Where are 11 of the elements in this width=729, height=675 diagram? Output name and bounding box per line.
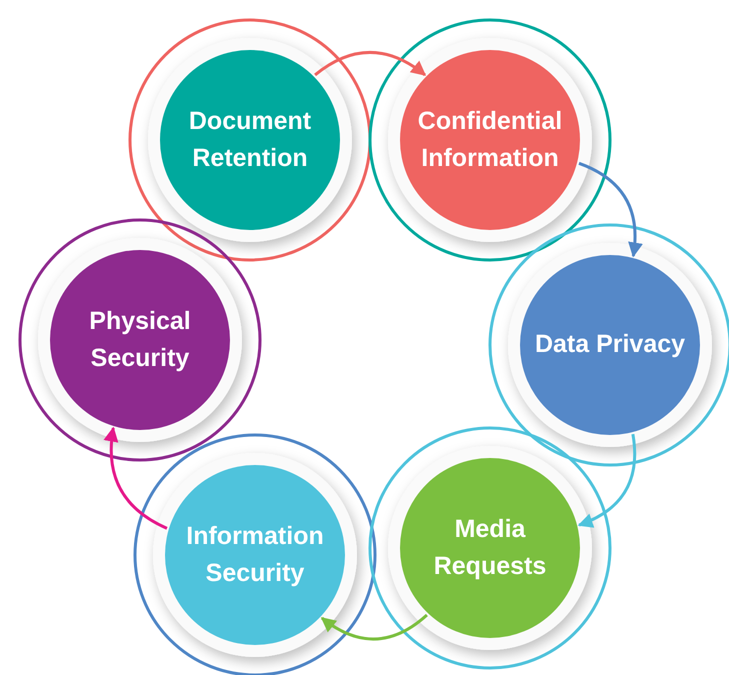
node-label: Document Retention	[188, 106, 312, 174]
node-label: Physical Security	[88, 306, 192, 374]
arrow	[578, 162, 642, 258]
node-label: Confidential Information	[416, 106, 564, 174]
arrow	[320, 614, 428, 641]
arrow	[104, 426, 168, 530]
node-label: Data Privacy	[534, 329, 686, 360]
node-label: Information Security	[185, 520, 325, 589]
arrow	[578, 434, 636, 528]
arrow	[314, 51, 426, 76]
node-label: Media Requests	[432, 514, 548, 582]
